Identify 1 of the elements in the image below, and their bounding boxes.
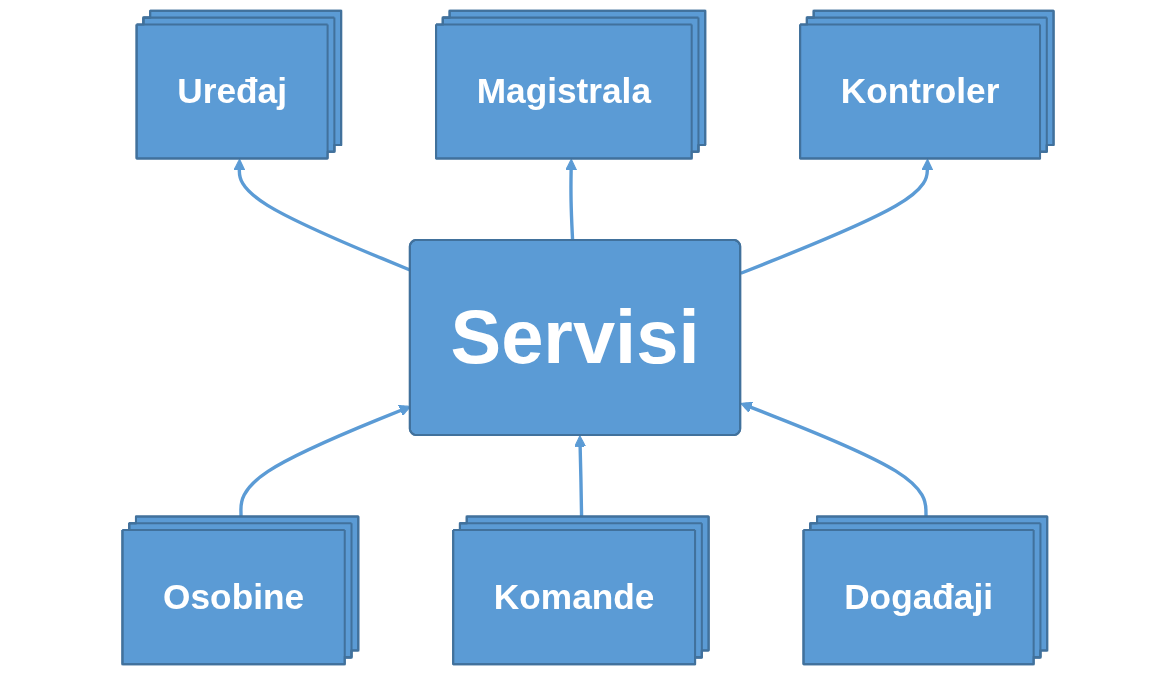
arrow: [740, 158, 934, 275]
